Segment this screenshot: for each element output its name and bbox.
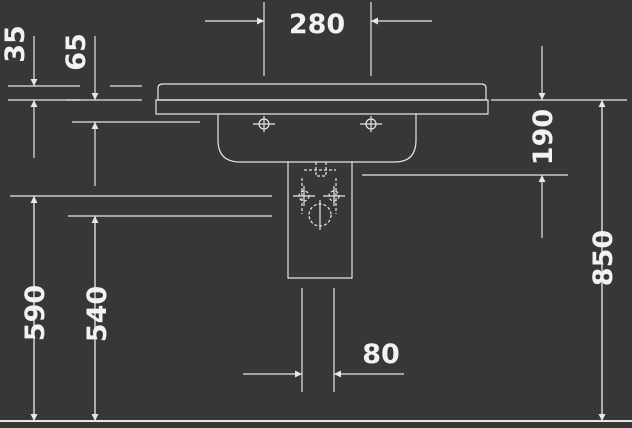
dimension-590 [10, 195, 272, 421]
basin-bowl [217, 114, 417, 163]
dim-label-65: 65 [61, 33, 92, 71]
siphon-hidden-lines [298, 162, 340, 227]
dim-label-35: 35 [0, 25, 31, 63]
dim-label-590: 590 [20, 285, 51, 341]
dimension-540 [68, 215, 272, 421]
basin-slab [155, 83, 489, 115]
dimension-190 [362, 46, 627, 238]
siphon-crosshairs [293, 186, 345, 230]
tap-hole-right [360, 116, 382, 132]
dim-label-80: 80 [362, 339, 400, 370]
dim-label-280: 280 [289, 9, 345, 40]
dimension-280 [205, 2, 432, 76]
dimension-80 [243, 288, 404, 392]
dim-label-850: 850 [588, 230, 619, 286]
dimension-65 [66, 36, 200, 186]
siphon-cover [287, 162, 353, 279]
dim-label-540: 540 [82, 286, 113, 342]
tap-hole-left [253, 116, 275, 132]
dim-label-190: 190 [528, 109, 559, 165]
